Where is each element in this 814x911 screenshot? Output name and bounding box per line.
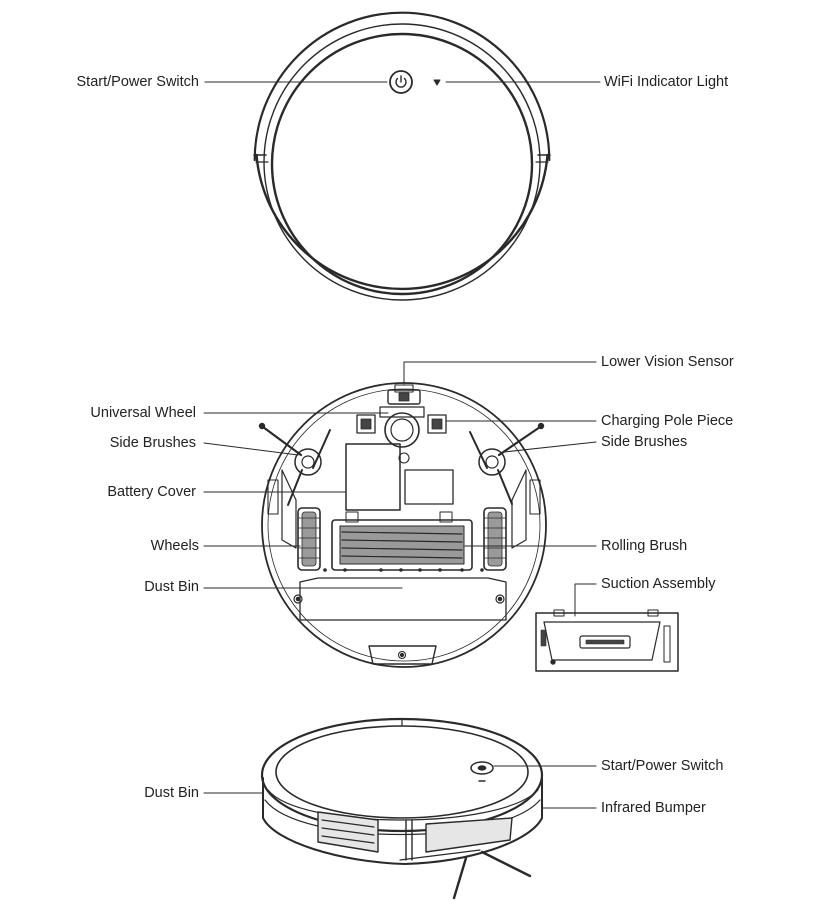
label-side-brushes-right: Side Brushes bbox=[601, 434, 688, 450]
label-side-brushes-left: Side Brushes bbox=[109, 435, 196, 451]
leader-side-brushes-right bbox=[503, 441, 597, 453]
power-icon-side[interactable] bbox=[470, 761, 494, 782]
charging-pole-pieces bbox=[356, 414, 447, 434]
wheel-left bbox=[297, 507, 321, 571]
side-view-lower-body bbox=[262, 777, 543, 865]
label-rolling-brush: Rolling Brush bbox=[601, 538, 688, 554]
lower-vision-sensor bbox=[387, 384, 421, 405]
label-suction-assembly: Suction Assembly bbox=[601, 576, 716, 592]
label-universal-wheel: Universal Wheel bbox=[90, 405, 196, 421]
top-view-outer-shell bbox=[253, 11, 551, 162]
leader-side-brushes-left bbox=[203, 442, 299, 456]
universal-wheel bbox=[379, 406, 425, 448]
bottom-view-inner-ring bbox=[267, 388, 541, 662]
wifi-indicator-icon bbox=[433, 79, 441, 86]
side-view-vents bbox=[317, 811, 379, 853]
label-infrared-bumper: Infrared Bumper bbox=[601, 800, 706, 816]
label-battery-cover: Battery Cover bbox=[107, 484, 196, 500]
label-charging-pole-piece: Charging Pole Piece bbox=[601, 413, 734, 429]
leader-suction-assembly bbox=[574, 583, 597, 617]
bottom-view bbox=[203, 361, 597, 668]
top-view-cover bbox=[270, 32, 534, 296]
power-icon[interactable] bbox=[389, 70, 413, 94]
label-start-power-switch-top: Start/Power Switch bbox=[76, 74, 200, 90]
label-lower-vision-sensor: Lower Vision Sensor bbox=[601, 354, 734, 370]
top-view-rim bbox=[263, 23, 541, 301]
top-view-outer-shell-lower bbox=[255, 153, 549, 291]
side-brush-right bbox=[469, 422, 545, 505]
label-dust-bin-side: Dust Bin bbox=[144, 785, 199, 801]
dust-bin-bottom bbox=[293, 577, 507, 665]
suction-assembly bbox=[535, 583, 679, 672]
wheel-right bbox=[483, 507, 507, 571]
rolling-brush bbox=[331, 511, 473, 571]
side-view-bumper-window bbox=[425, 817, 513, 853]
label-start-power-switch-side: Start/Power Switch bbox=[601, 758, 724, 774]
side-view-top-shell bbox=[260, 717, 544, 833]
side-brush-left bbox=[258, 422, 331, 506]
label-wifi-indicator-light: WiFi Indicator Light bbox=[604, 74, 729, 90]
leader-lower-vision-sensor bbox=[403, 361, 597, 385]
label-wheels: Wheels bbox=[150, 538, 199, 554]
battery-cover bbox=[345, 443, 454, 511]
side-view bbox=[203, 717, 597, 900]
label-dust-bin-bottom: Dust Bin bbox=[144, 579, 199, 595]
top-view bbox=[204, 11, 601, 301]
side-view-brush-bristles bbox=[399, 849, 532, 900]
